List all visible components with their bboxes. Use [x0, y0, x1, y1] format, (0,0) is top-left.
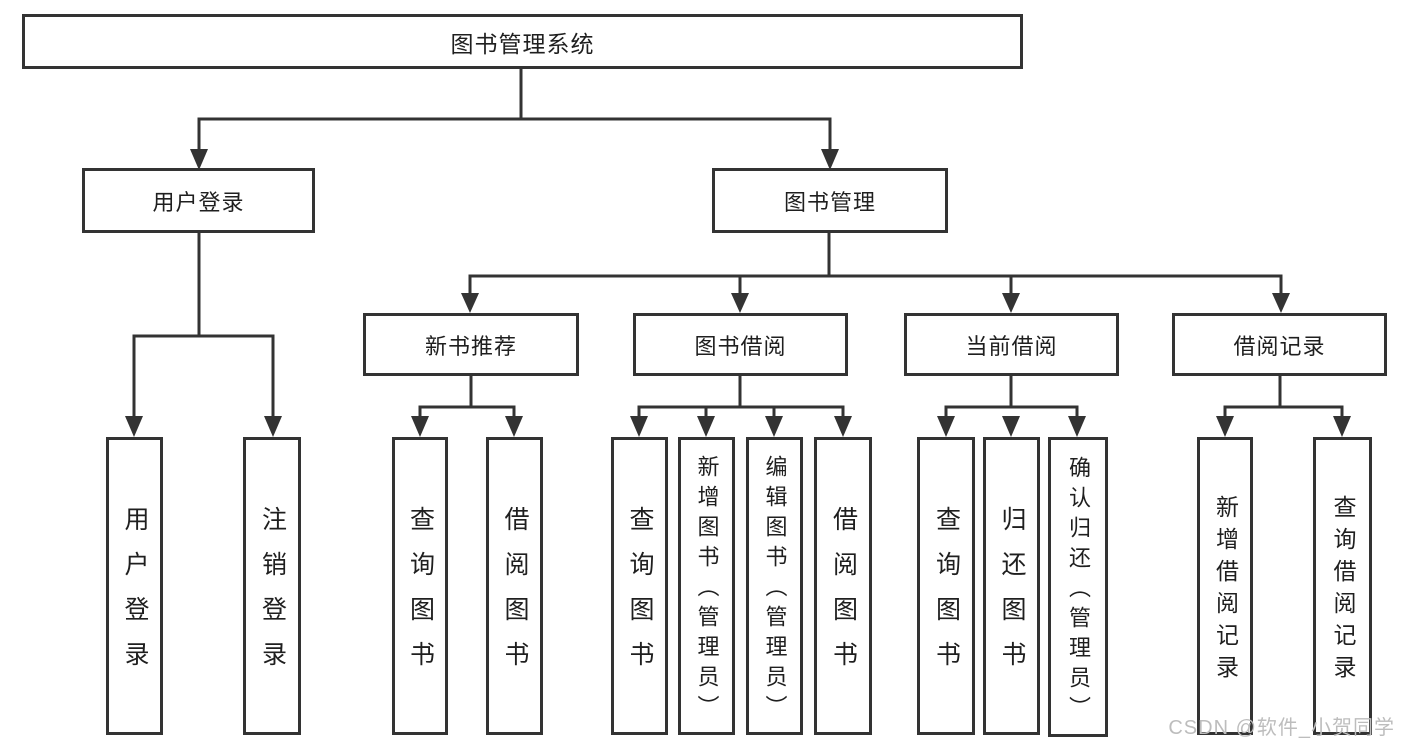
node-library-management-system: 图书管理系统 [22, 14, 1023, 69]
node-borrowing-records: 借阅记录 [1172, 313, 1387, 376]
leaf-return-books: 归还图书 [983, 437, 1040, 735]
leaf-query-books-2: 查询图书 [611, 437, 668, 735]
leaf-user-login: 用户登录 [106, 437, 163, 735]
node-new-book-recommendation: 新书推荐 [363, 313, 579, 376]
leaf-label: 借阅图书 [501, 506, 529, 686]
leaf-label: 查询借阅记录 [1330, 494, 1356, 687]
node-book-borrowing: 图书借阅 [633, 313, 848, 376]
leaf-label: 查询图书 [932, 506, 961, 686]
leaf-label: 新增图书（管理员） [694, 455, 720, 725]
leaf-label: 查询图书 [406, 506, 435, 686]
leaf-label: 新增借阅记录 [1212, 494, 1239, 687]
node-label: 图书管理 [783, 189, 876, 215]
arrowhead-icons [125, 149, 1351, 437]
leaf-query-books-1: 查询图书 [392, 437, 448, 735]
leaf-confirm-return-admin: 确认归还（管理员） [1048, 437, 1108, 737]
leaf-label: 编辑图书（管理员） [762, 455, 788, 725]
leaf-label: 借阅图书 [829, 506, 858, 686]
leaf-label: 归还图书 [998, 506, 1026, 686]
leaf-borrow-books-1: 借阅图书 [486, 437, 543, 735]
leaf-label: 查询图书 [626, 506, 654, 686]
node-label: 图书管理系统 [450, 30, 595, 57]
leaf-borrow-books-2: 借阅图书 [814, 437, 872, 735]
node-label: 用户登录 [152, 189, 245, 215]
leaf-edit-books-admin: 编辑图书（管理员） [746, 437, 803, 735]
leaf-add-borrow-record: 新增借阅记录 [1197, 437, 1253, 735]
node-label: 当前借阅 [965, 333, 1058, 359]
node-user-login: 用户登录 [82, 168, 315, 233]
node-current-borrowing: 当前借阅 [904, 313, 1119, 376]
watermark-csdn: CSDN @软件_小贺同学 [1168, 717, 1395, 739]
node-label: 图书借阅 [694, 333, 787, 359]
node-label: 借阅记录 [1233, 333, 1326, 359]
leaf-query-books-3: 查询图书 [917, 437, 975, 735]
leaf-query-borrow-record: 查询借阅记录 [1313, 437, 1372, 735]
leaf-label: 确认归还（管理员） [1066, 456, 1091, 726]
leaf-label: 用户登录 [121, 506, 149, 686]
node-label: 新书推荐 [424, 333, 517, 359]
leaf-logout-login: 注销登录 [243, 437, 301, 735]
leaf-add-books-admin: 新增图书（管理员） [678, 437, 735, 735]
node-book-management: 图书管理 [712, 168, 948, 233]
leaf-label: 注销登录 [258, 506, 287, 686]
